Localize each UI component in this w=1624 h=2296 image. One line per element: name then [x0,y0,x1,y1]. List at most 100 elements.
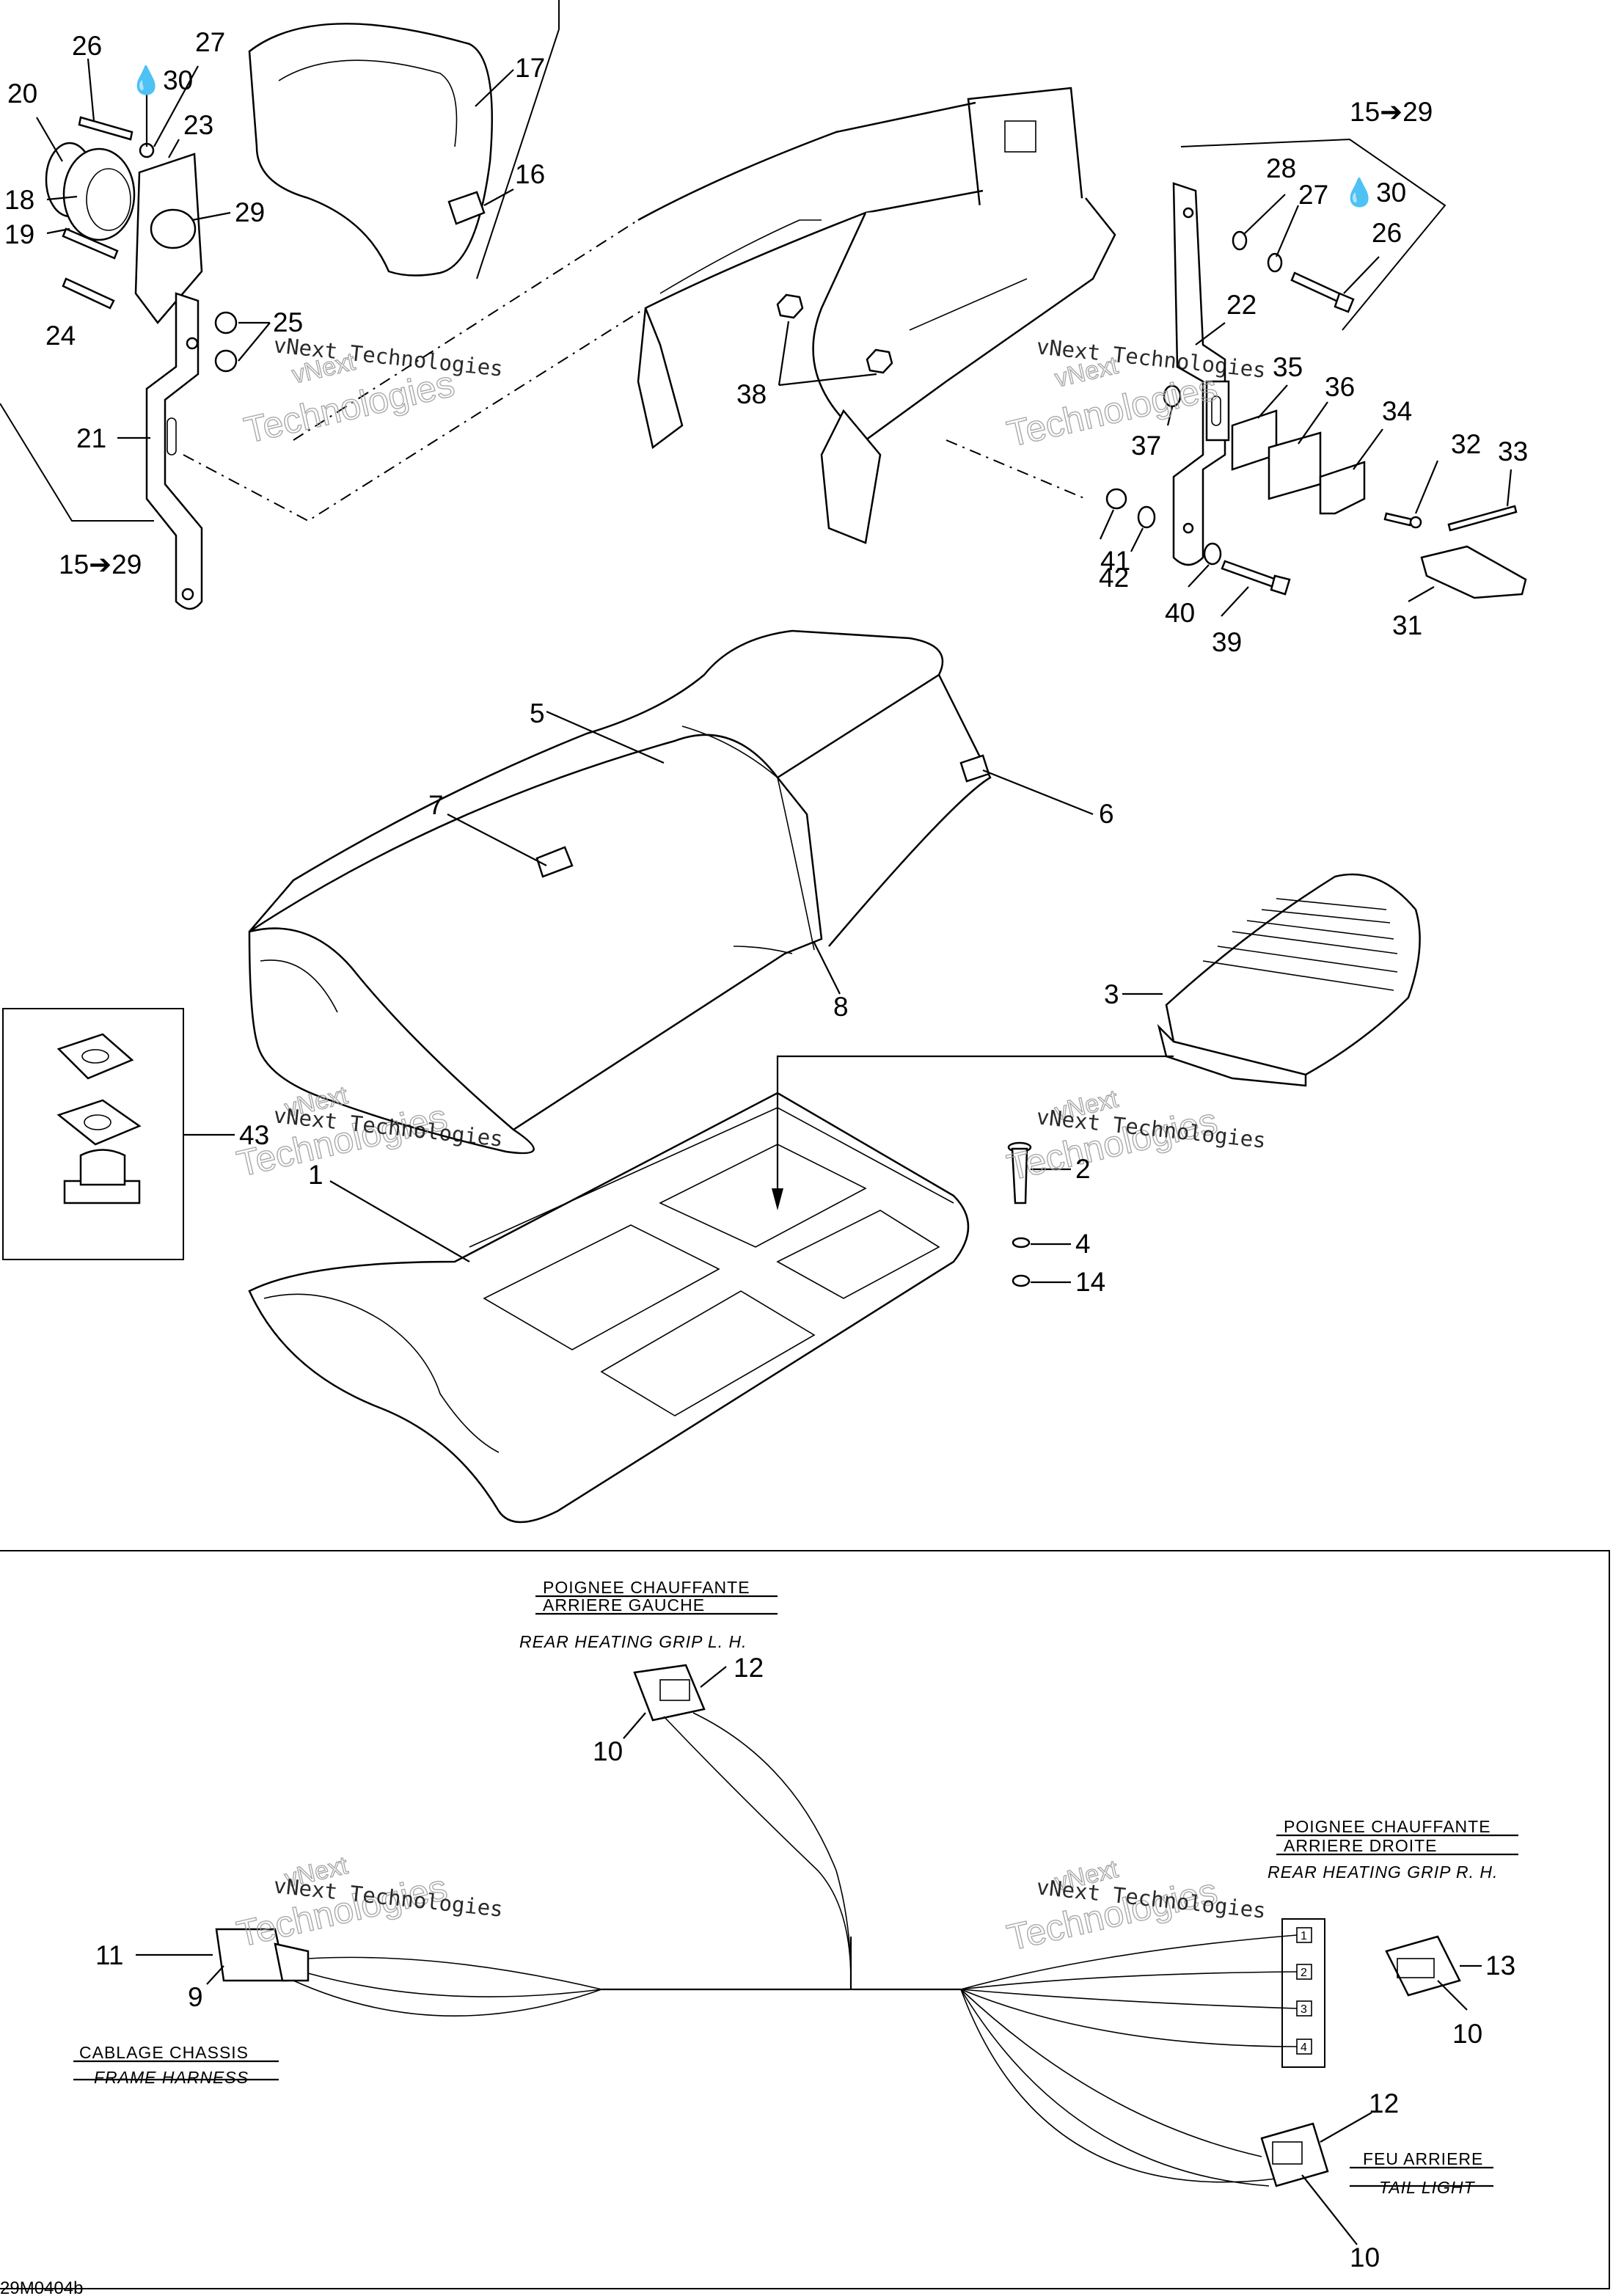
group-frame [1180,138,1446,331]
rack-slot [1004,120,1036,153]
callout-6: 6 [1099,799,1114,829]
callout-7: 7 [428,790,444,820]
callout-27-right: 27 [1298,180,1328,210]
terminal-block [1281,1918,1325,2068]
bolt-26b [1290,271,1344,304]
terminal-1-label: 1 [1301,1930,1307,1942]
bolt-26 [78,116,133,141]
callout-15-29-right: 15➔29 [1350,97,1433,127]
leader [206,1965,224,1985]
caption-tail-en: TAIL LIGHT [1379,2178,1476,2197]
callout-23: 23 [183,110,213,140]
callout-14: 14 [1075,1267,1105,1297]
callout-41: 41 [1100,546,1130,576]
leader [982,769,1094,816]
base-opening [600,1290,816,1416]
callout-19: 19 [4,219,34,249]
rack-leg-right [820,409,882,544]
callout-10-right: 10 [1452,2019,1482,2049]
callout-26-right: 26 [1372,218,1402,248]
leader [1275,205,1300,257]
side-bracket-assembly [1099,138,1527,617]
backrest-contour [278,59,458,147]
wire-tail-a [960,1989,1262,2157]
connector-tail [1260,2122,1329,2187]
seat-front [248,927,535,1155]
wire-tail-b [960,1989,1270,2187]
callout-24: 24 [45,321,76,351]
washer-29 [150,208,197,249]
caption-rear-left-fr2: ARRIERE GAUCHE [543,1595,705,1615]
terminal-3-label: 3 [1301,2003,1307,2016]
callout-8: 8 [833,992,849,1022]
leader [546,710,665,764]
wire [692,1712,852,1981]
seat-base-1 [248,1055,1174,1524]
rack-rail-top [637,101,976,222]
leader [1243,194,1286,235]
leader [447,814,547,866]
washer-42 [1137,505,1156,529]
callout-30: 💧30 [129,65,193,96]
callout-26: 26 [72,31,102,61]
callout-1: 1 [308,1160,323,1190]
box-ribs [1202,898,1398,991]
plate [56,1099,142,1146]
wire-bundle-left-b [293,1980,602,2017]
washer-28 [1232,230,1248,251]
connector-13 [1385,1935,1461,1997]
nut-38b [866,348,893,374]
leader [1506,469,1513,507]
leader [329,1180,470,1262]
leader [1188,564,1210,588]
nut-14 [1012,1274,1031,1287]
leader [1257,384,1288,419]
leader [46,195,78,201]
wire [663,1716,852,1981]
connector-31 [1420,545,1527,599]
leader [813,942,841,995]
callout-18: 18 [4,185,34,215]
gasket [56,1033,134,1080]
fasteners-2-4-14 [1007,1141,1071,1287]
backrest-pad [248,23,494,277]
callout-9: 9 [188,1982,203,2012]
caption-rear-right-fr1: POIGNEE CHAUFFANTE [1284,1817,1491,1836]
hub-18 [62,147,136,241]
terminal-4-label: 4 [1301,2041,1307,2054]
harness-panel [0,1550,1610,2289]
leader [46,227,70,235]
washer-4 [1012,1237,1031,1248]
washer-27b [1267,252,1283,273]
callout-29: 29 [235,197,265,227]
connector-rear-left [633,1664,706,1722]
caption-rear-left-fr1: POIGNEE CHAUFFANTE [543,1578,750,1597]
leader [87,58,95,122]
label-7-tag [535,846,574,878]
base-front-detail [263,1293,500,1453]
seat-rear [828,674,992,947]
caption-rule [73,2060,279,2081]
leader [1221,586,1249,617]
callout-40: 40 [1165,598,1195,628]
callout-34: 34 [1382,396,1412,426]
bumper [79,1149,126,1186]
callout-12-bottom: 12 [1369,2088,1399,2118]
base-opening [483,1224,720,1350]
caption-rule [535,1595,778,1615]
leader [153,65,199,147]
callout-38: 38 [736,379,767,409]
harness-frame [0,1550,1610,2289]
callout-11: 11 [95,1940,123,1970]
caption-rear-right-en: REAR HEATING GRIP R. H. [1268,1862,1498,1882]
callout-42-visible: 42 [1099,563,1129,593]
group-frame-left [0,403,154,522]
leader [1408,586,1435,602]
callout-39: 39 [1212,627,1242,657]
hole [186,337,199,350]
callout-32: 32 [1451,429,1481,459]
backrest-assembly [0,0,646,610]
seat-seam [681,725,778,778]
leader [1437,1980,1468,2011]
